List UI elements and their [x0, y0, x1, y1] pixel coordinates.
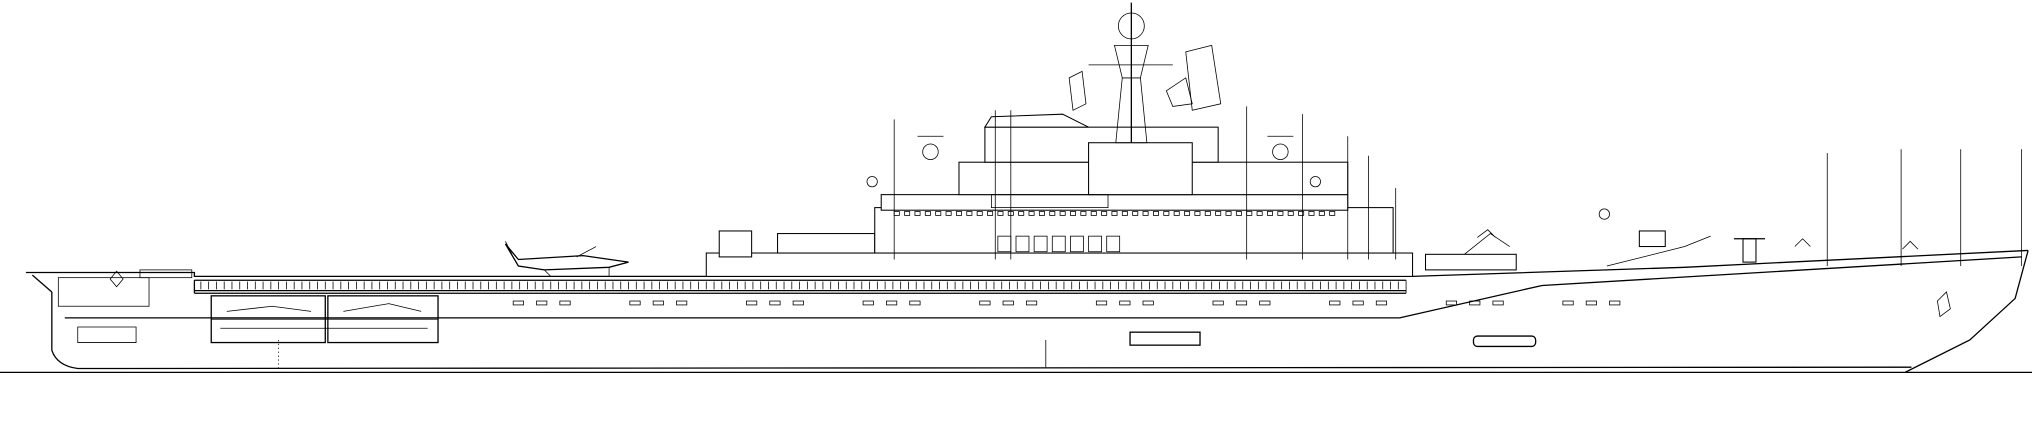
window — [1142, 211, 1149, 216]
window — [955, 211, 962, 216]
window — [1329, 211, 1336, 216]
window — [976, 211, 983, 216]
window — [1080, 211, 1087, 216]
window — [1173, 211, 1180, 216]
window — [1070, 211, 1077, 216]
window — [1033, 235, 1048, 253]
window — [1194, 211, 1201, 216]
porthole — [746, 300, 758, 306]
window — [1101, 211, 1108, 216]
hull — [25, 249, 2029, 373]
window — [1308, 211, 1315, 216]
hangar-openings — [77, 295, 439, 344]
main-mast — [1068, 2, 1222, 144]
porthole — [909, 300, 921, 306]
window — [1225, 211, 1232, 216]
window — [1018, 211, 1025, 216]
window — [1051, 235, 1066, 253]
window — [1152, 211, 1159, 216]
porthole — [862, 300, 874, 306]
porthole — [1025, 300, 1038, 306]
window — [945, 211, 952, 216]
window — [1235, 211, 1242, 216]
window — [997, 211, 1004, 216]
stern-structures — [57, 269, 193, 307]
window — [904, 211, 911, 216]
window — [924, 211, 931, 216]
window — [1049, 211, 1056, 216]
window — [1111, 211, 1118, 216]
porthole — [1492, 300, 1504, 306]
porthole — [1329, 300, 1341, 306]
porthole — [536, 300, 548, 306]
porthole — [1259, 300, 1271, 306]
window — [1015, 235, 1030, 253]
window — [1184, 211, 1191, 216]
porthole — [512, 300, 524, 306]
window — [914, 211, 921, 216]
window — [1215, 211, 1222, 216]
porthole — [1585, 300, 1597, 306]
window — [1204, 211, 1211, 216]
porthole — [1609, 300, 1621, 306]
porthole — [769, 300, 781, 306]
window — [1163, 211, 1170, 216]
window — [966, 211, 973, 216]
porthole — [886, 300, 898, 306]
porthole — [1095, 300, 1108, 306]
porthole — [1445, 300, 1458, 306]
island-superstructure — [705, 113, 1766, 277]
porthole — [1119, 300, 1131, 306]
porthole — [1142, 300, 1154, 306]
porthole — [676, 300, 688, 306]
porthole — [979, 300, 991, 306]
window — [1088, 235, 1102, 253]
window — [1038, 211, 1045, 216]
window — [1106, 235, 1121, 253]
radar-directors — [866, 135, 1919, 250]
porthole — [629, 300, 641, 306]
window — [1277, 211, 1284, 216]
window — [987, 211, 994, 216]
window — [1132, 211, 1139, 216]
window — [935, 211, 942, 216]
window — [1059, 211, 1066, 216]
aircraft-aft — [504, 241, 629, 277]
masts — [893, 106, 2023, 266]
window — [1070, 235, 1084, 253]
porthole — [1352, 300, 1364, 306]
window — [1267, 211, 1273, 216]
porthole — [1212, 300, 1224, 306]
window — [1298, 211, 1305, 216]
porthole — [1562, 300, 1574, 306]
window — [1256, 211, 1263, 216]
window — [1028, 211, 1035, 216]
window — [1121, 211, 1128, 216]
window — [1090, 211, 1097, 216]
porthole — [1375, 300, 1388, 306]
porthole — [1235, 300, 1248, 306]
porthole — [792, 300, 804, 306]
window — [1287, 211, 1294, 216]
porthole — [652, 300, 664, 306]
window — [1318, 211, 1325, 216]
porthole — [1002, 300, 1014, 306]
porthole — [559, 300, 571, 306]
porthole — [1469, 300, 1481, 306]
hull-openings — [200, 281, 1621, 306]
